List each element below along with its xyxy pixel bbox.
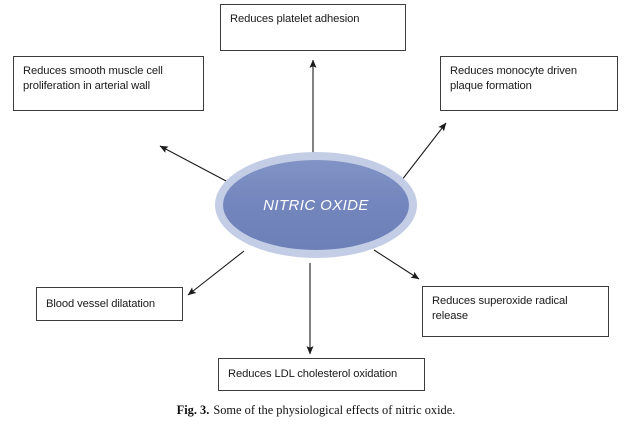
effect-box-label: Reduces platelet adhesion [230, 13, 360, 25]
arrow-to-blood-vessel [187, 250, 245, 296]
effect-box-platelet-adhesion: Reduces platelet adhesion [220, 4, 406, 51]
effect-box-blood-vessel: Blood vessel dilatation [36, 287, 183, 321]
figure-caption-text: Some of the physiological effects of nit… [213, 403, 456, 417]
arrow-to-monocyte-plaque [397, 122, 447, 186]
center-node-fill: NITRIC OXIDE [223, 160, 409, 250]
effect-box-smooth-muscle: Reduces smooth muscle cell proliferation… [13, 56, 204, 111]
arrow-to-superoxide-radical [373, 249, 420, 280]
center-node-nitric-oxide: NITRIC OXIDE [215, 152, 417, 258]
effect-box-superoxide-radical: Reduces superoxide radical release [422, 286, 609, 337]
effect-box-label: Reduces LDL cholesterol oxidation [228, 368, 398, 380]
figure-caption: Fig. 3.Some of the physiological effects… [0, 403, 632, 418]
effect-box-label: Reduces superoxide radical release [432, 295, 568, 322]
figure-caption-prefix: Fig. 3. [176, 403, 210, 417]
effect-box-label: Blood vessel dilatation [46, 298, 156, 310]
arrow-to-smooth-muscle [159, 145, 229, 183]
center-node-label: NITRIC OXIDE [263, 196, 369, 214]
effect-box-ldl-oxidation: Reduces LDL cholesterol oxidation [218, 358, 425, 391]
effect-box-label: Reduces monocyte driven plaque formation [450, 65, 578, 92]
effect-box-monocyte-plaque: Reduces monocyte driven plaque formation [440, 56, 618, 111]
effect-box-label: Reduces smooth muscle cell proliferation… [23, 65, 163, 92]
